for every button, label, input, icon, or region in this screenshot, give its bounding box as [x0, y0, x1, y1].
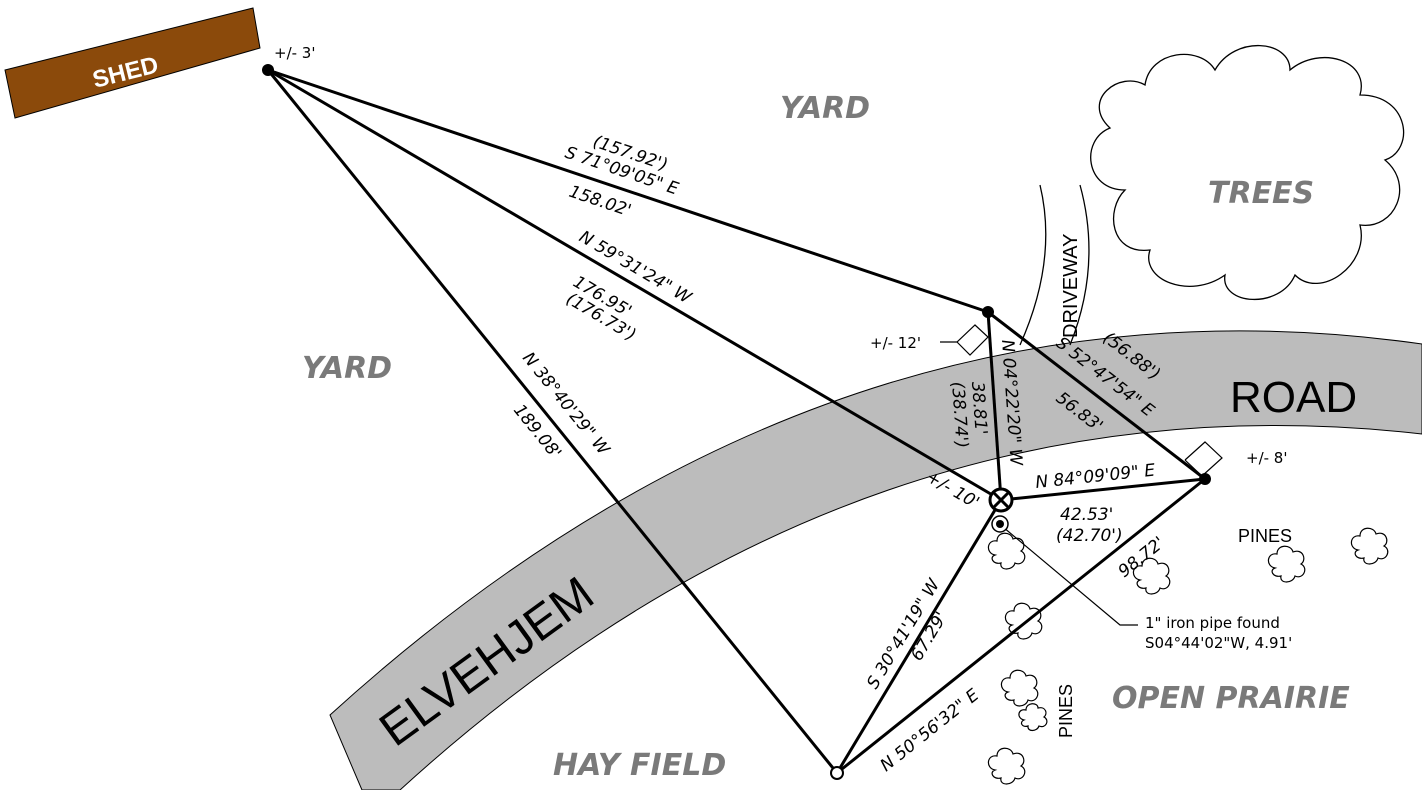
record-center-north: (38.74') — [947, 381, 972, 449]
iron-pipe-leader — [1002, 526, 1138, 626]
north-point — [982, 306, 994, 318]
driveway-edge-right — [1069, 184, 1090, 346]
distance-shed-north: 158.02' — [566, 182, 633, 221]
bearing-center-east: N 84°09'09" E — [1034, 460, 1156, 492]
pine-bush — [1000, 669, 1039, 707]
iron-pipe-note-line1: 1" iron pipe found — [1145, 614, 1280, 632]
tolerance-center: +/- 10' — [923, 467, 983, 513]
pine-bush — [987, 532, 1026, 570]
tolerance-shed: +/- 3' — [274, 44, 315, 62]
trees-label: TREES — [1208, 176, 1314, 211]
shed — [4, 7, 261, 119]
distance-south-shed: 189.08' — [509, 401, 565, 463]
hay-field-label: HAY FIELD — [553, 748, 726, 783]
record-center-east: (42.70') — [1056, 526, 1123, 546]
pine-bush — [1267, 545, 1306, 583]
south-point — [830, 766, 844, 780]
yard-top-label: YARD — [780, 91, 870, 126]
pine-bush — [1350, 527, 1389, 565]
open-prairie-label: OPEN PRAIRIE — [1112, 681, 1350, 716]
pine-bush — [1018, 703, 1048, 732]
pine-bush — [1132, 557, 1171, 595]
yard-left-label: YARD — [302, 351, 392, 386]
iron-pipe-note-line2: S04°44'02"W, 4.91' — [1145, 634, 1292, 652]
driveway-label: DRIVEWAY — [1060, 234, 1082, 338]
line-south-east — [836, 477, 1206, 775]
tolerance-leader-north — [940, 324, 989, 356]
road-label: ROAD — [1230, 373, 1357, 422]
pine-bushes — [987, 527, 1389, 785]
east-point — [1199, 473, 1211, 485]
tolerance-east: +/- 8' — [1246, 449, 1287, 467]
line-north-east — [987, 310, 1206, 481]
distance-center-east: 42.53' — [1060, 505, 1113, 525]
survey-lines — [266, 68, 1206, 775]
line-shed-center — [267, 68, 1002, 502]
shed-corner-point — [262, 64, 274, 76]
bearing-south-shed: N 38°40'29" W — [518, 349, 614, 461]
line-center-east — [1000, 477, 1206, 502]
tolerance-north: +/- 12' — [870, 334, 921, 352]
trees-cloud — [1090, 44, 1405, 301]
road-band — [329, 330, 1422, 790]
distance-center-north: 38.81' — [967, 381, 991, 436]
pines-bottom-label: PINES — [1056, 684, 1076, 738]
tolerance-leader-east — [1184, 441, 1223, 477]
line-shed-north — [267, 68, 989, 314]
line-center-north — [986, 311, 1003, 501]
center-monument — [988, 487, 1014, 513]
pine-bush — [987, 747, 1026, 785]
line-shed-south — [266, 69, 839, 774]
iron-pipe-marker — [991, 515, 1009, 533]
pines-right-label: PINES — [1238, 526, 1292, 546]
line-south-center — [835, 499, 1003, 774]
driveway-edge-left — [1019, 184, 1047, 346]
